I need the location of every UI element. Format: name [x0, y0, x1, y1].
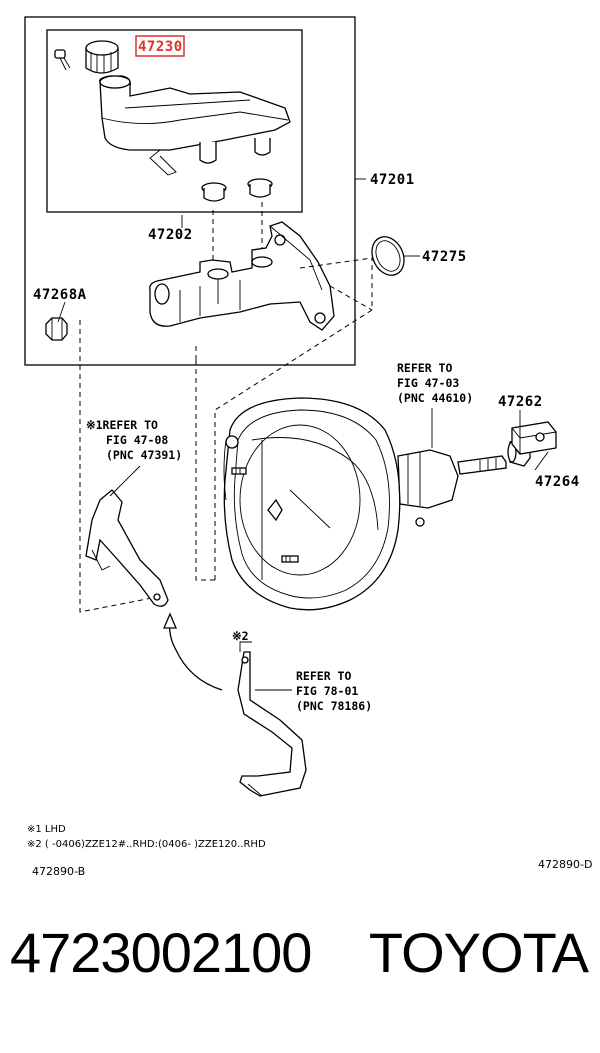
label-47275: 47275	[422, 249, 467, 265]
footer: 4723002100 TOYOTA	[0, 900, 600, 1053]
refer-note-1-line3: (PNC 44610)	[397, 391, 473, 405]
note-rhd: ※2 ( -0406)ZZE12#..RHD:(0406- )ZZE120..R…	[27, 839, 266, 850]
master-cylinder-group-box	[24, 16, 356, 366]
reservoir-cap	[85, 40, 119, 74]
refer-note-3-line3: (PNC 78186)	[296, 699, 372, 713]
highlight-box	[135, 35, 185, 57]
reservoir-tank	[99, 75, 291, 176]
o-ring	[371, 236, 405, 276]
master-cylinder	[149, 221, 335, 331]
diagram-code-right: 472890-D	[538, 858, 592, 871]
footer-part-number: 4723002100	[10, 921, 312, 984]
clevis-47264	[511, 421, 557, 455]
refer-note-2-line2: FIG 47-08	[106, 433, 168, 447]
refer-note-2-line3: (PNC 47391)	[106, 448, 182, 462]
label-47268a: 47268A	[33, 287, 87, 303]
label-47262: 47262	[498, 394, 543, 410]
direction-arrow	[168, 619, 223, 691]
label-47230: 47230	[138, 39, 183, 55]
mark-2: ※2	[232, 629, 249, 643]
reservoir-group-box	[46, 29, 303, 213]
refer-note-3-line2: FIG 78-01	[296, 684, 358, 698]
refer-note-1-line2: FIG 47-03	[397, 376, 459, 390]
reservoir-screw	[54, 49, 71, 71]
refer-note-1-line1: REFER TO	[397, 361, 452, 375]
footer-brand: TOYOTA	[368, 921, 589, 984]
grommet-left	[201, 182, 227, 202]
refer-note-3-line1: REFER TO	[296, 669, 351, 683]
grommet-right	[247, 178, 273, 198]
pedal-bracket-left	[85, 489, 169, 607]
brake-booster	[223, 397, 507, 611]
note-lhd: ※1 LHD	[27, 824, 66, 835]
diagram-code-left: 472890-B	[32, 865, 85, 878]
label-47201: 47201	[370, 172, 415, 188]
pedal-bracket-right	[237, 651, 307, 797]
label-47264: 47264	[535, 474, 580, 490]
nut-47268a	[45, 317, 68, 341]
label-47202: 47202	[148, 227, 193, 243]
refer-note-2-line1: ※1REFER TO	[86, 418, 158, 432]
